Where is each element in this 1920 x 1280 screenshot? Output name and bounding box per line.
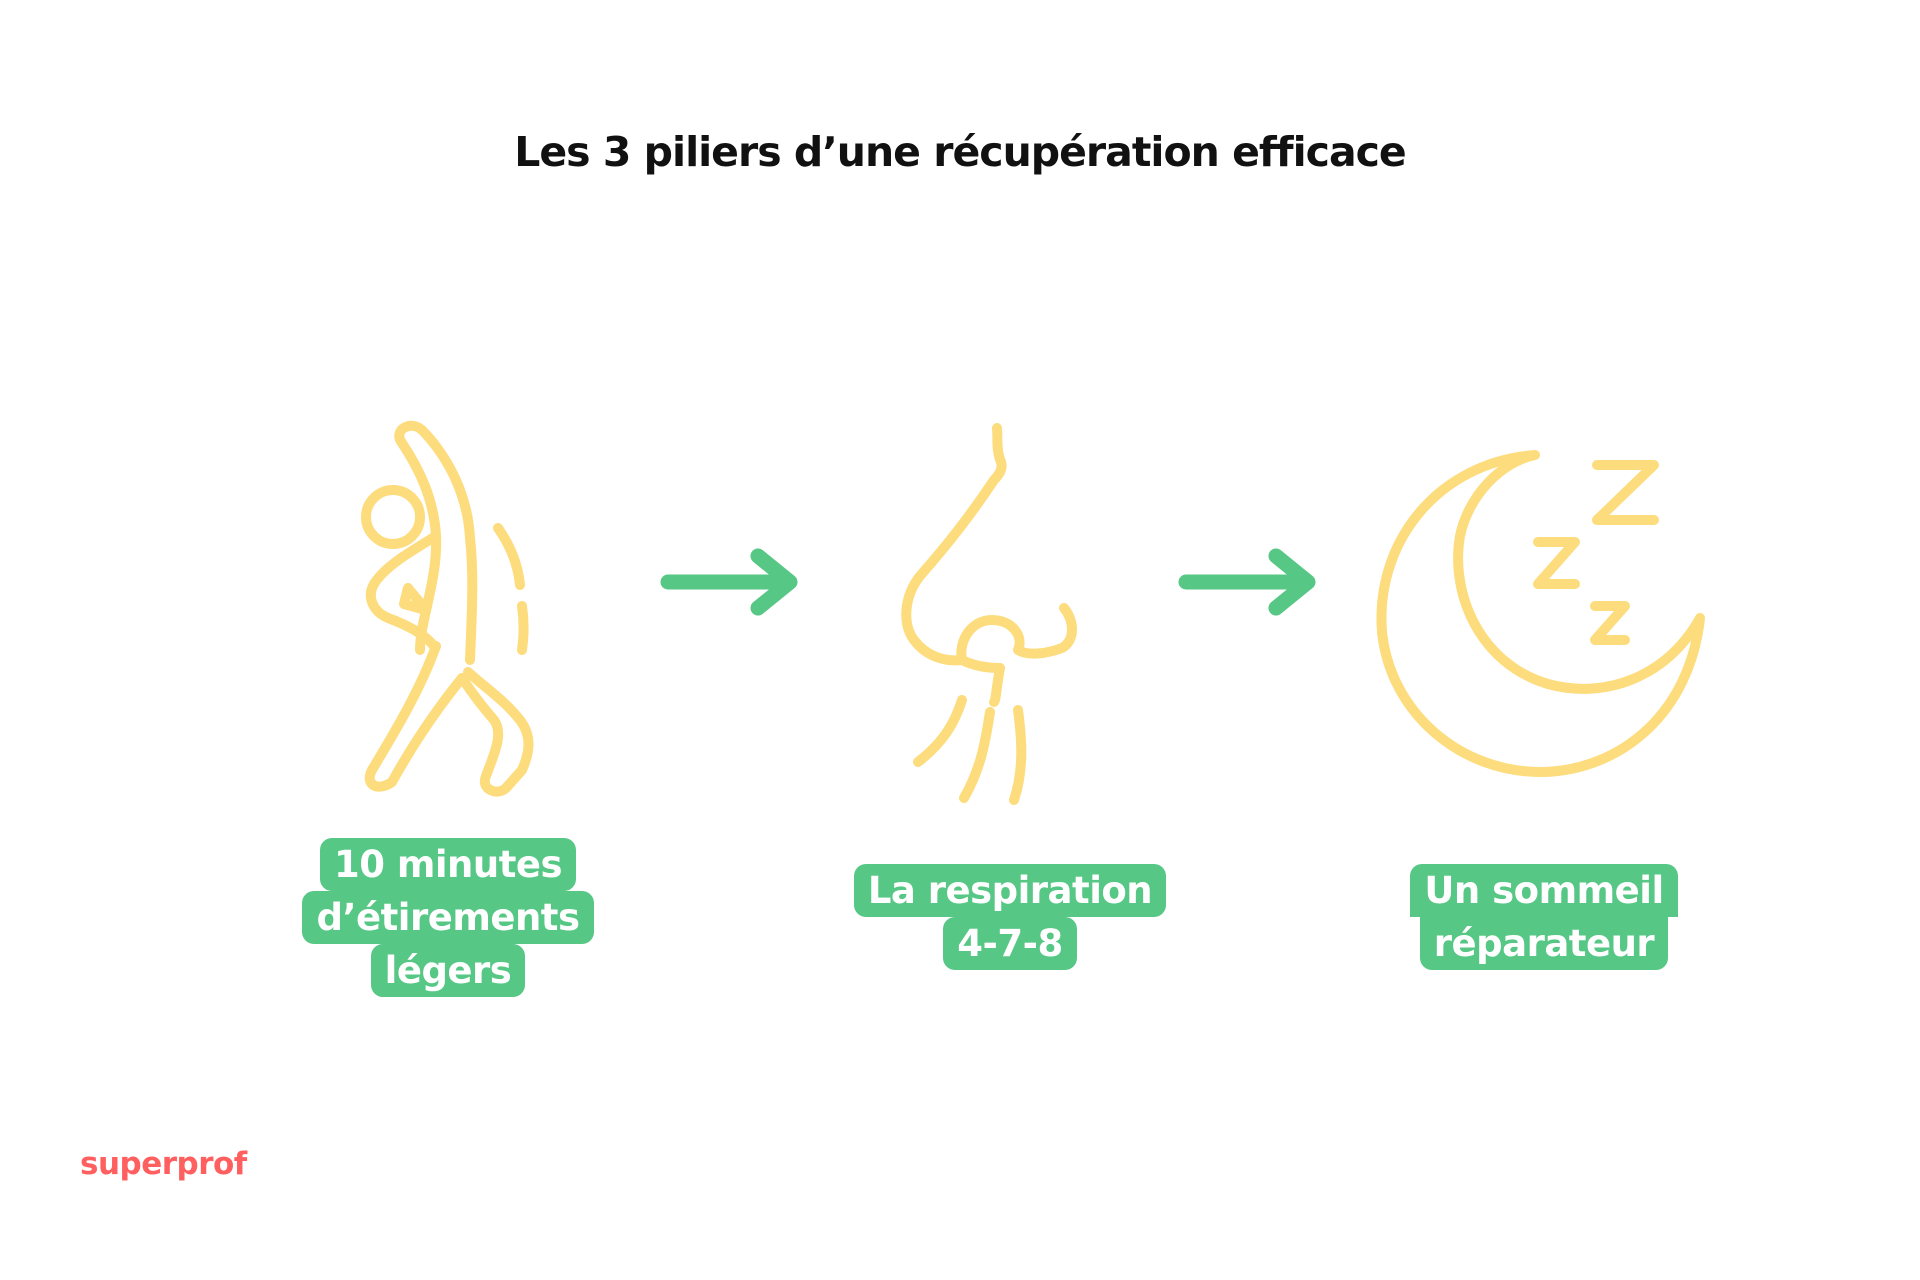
superprof-logo: superprof [80,1146,247,1182]
step-label-line: d’étirements [302,891,594,944]
page-title: Les 3 piliers d’une récupération efficac… [514,128,1406,176]
nose-breathing-icon [901,423,1077,805]
step-label-stretching: 10 minutes d’étirements légers [238,838,658,997]
arrow-right-icon [660,548,798,616]
moon-sleep-icon [1376,450,1705,778]
stretching-person-icon [361,420,534,797]
step-label-sleep: Un sommeil réparateur [1334,864,1754,970]
step-label-line: légers [370,944,526,997]
step-label-breathing: La respiration 4-7-8 [800,864,1220,970]
step-label-line: 10 minutes [319,838,577,891]
step-label-line: Un sommeil [1410,864,1678,917]
step-label-line: La respiration [853,864,1167,917]
arrow-right-icon [1178,548,1316,616]
step-label-line: réparateur [1419,917,1669,970]
step-label-line: 4-7-8 [943,917,1077,970]
